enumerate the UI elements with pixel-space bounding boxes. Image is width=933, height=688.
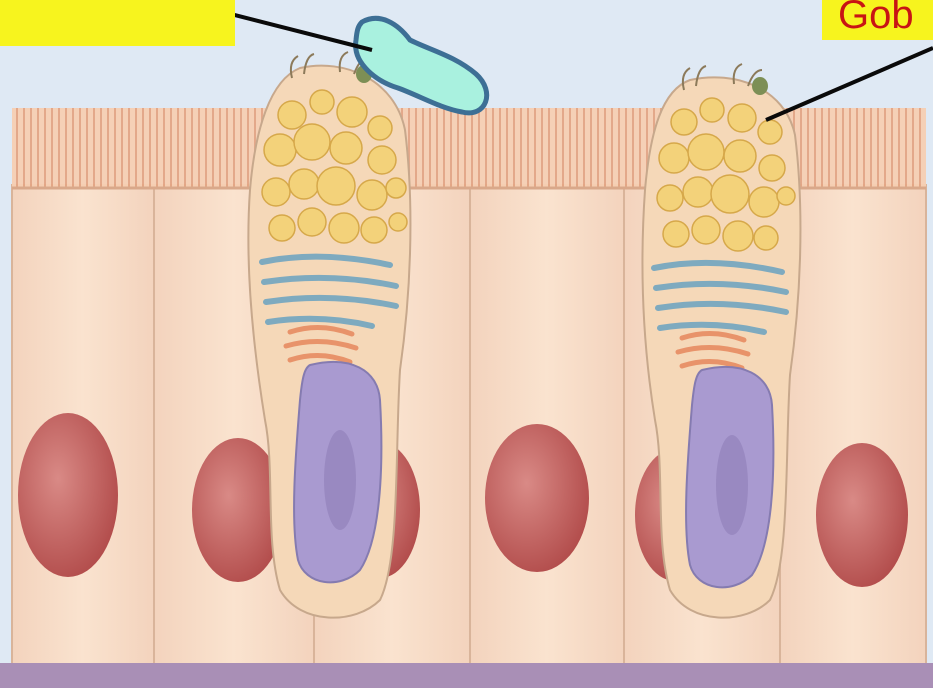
goblet-cell-left bbox=[248, 52, 410, 618]
columnar-cell-6 bbox=[780, 185, 926, 665]
columnar-cell-4 bbox=[470, 185, 624, 665]
nucleus-6 bbox=[816, 443, 908, 587]
callout-label-right-text: Gob bbox=[838, 0, 914, 37]
callout-label-right: Gob bbox=[822, 0, 933, 40]
basement-membrane bbox=[0, 663, 933, 688]
nucleus-1 bbox=[18, 413, 118, 577]
nucleus-4 bbox=[485, 424, 589, 572]
goblet-cell-right bbox=[642, 64, 800, 618]
callout-label-left bbox=[0, 0, 235, 46]
